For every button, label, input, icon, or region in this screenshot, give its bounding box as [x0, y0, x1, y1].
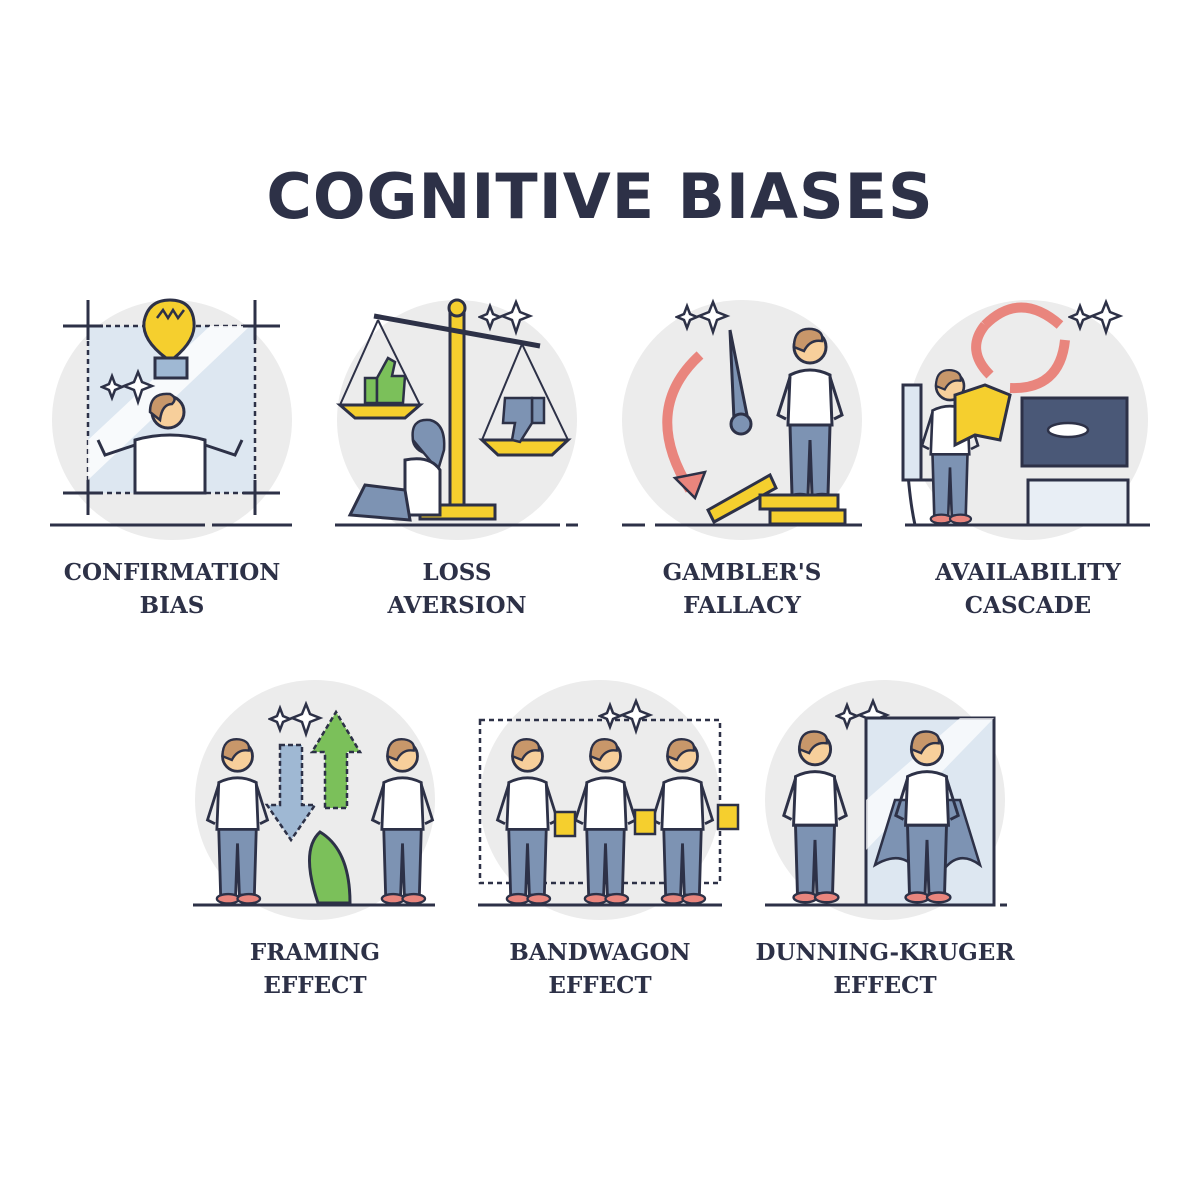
availability-cascade-illustration	[901, 300, 1150, 540]
page-title: COGNITIVE BIASES	[266, 160, 934, 233]
thumbs-down-icon	[501, 396, 546, 444]
thumbs-up-icon	[363, 356, 407, 405]
card-icon	[716, 803, 740, 831]
gamblers-fallacy-illustration	[622, 300, 862, 540]
arrow-up-icon	[309, 709, 363, 810]
framing-effect-illustration	[193, 680, 435, 920]
plant-icon	[308, 830, 352, 905]
arrow-down-icon	[264, 743, 318, 843]
lightbulb-icon	[142, 298, 196, 380]
loss-aversion-illustration	[335, 298, 578, 540]
dunning-kruger-illustration	[765, 680, 1007, 920]
card-icon	[553, 810, 577, 838]
bandwagon-effect-illustration	[478, 680, 740, 920]
confirmation-bias-illustration	[50, 298, 292, 540]
magazine-icon	[953, 383, 1012, 448]
card-icon	[633, 808, 657, 836]
cycle-arrows-icon	[971, 302, 1070, 394]
